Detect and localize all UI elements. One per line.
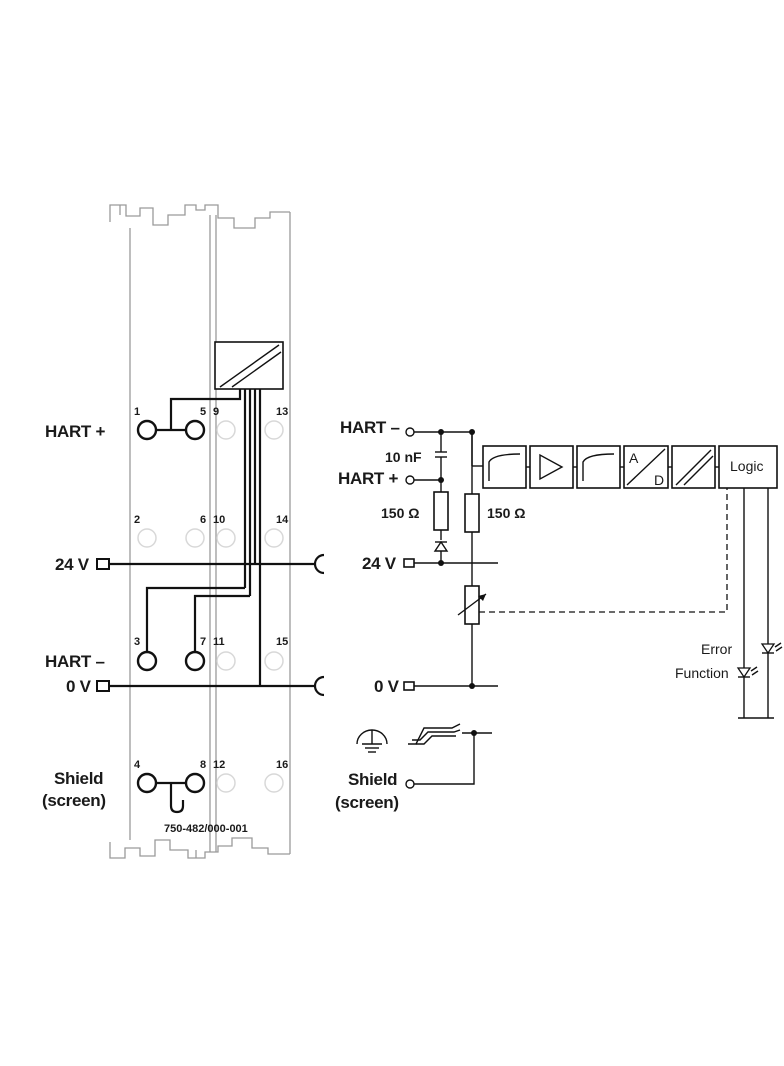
terminal-number: 12 [213,759,225,771]
rail-connectors [96,553,325,697]
schem-label-24v: 24 V [362,554,397,573]
label-0v: 0 V [66,677,92,696]
schem-label-hart-minus: HART – [340,418,400,437]
logic-block: Logic [718,445,778,489]
schem-label-0v: 0 V [374,677,400,696]
isolation-block [671,445,716,489]
schem-label-shield: Shield [348,770,397,789]
ad-label-d: D [654,472,664,488]
terminal-number: 4 [134,759,141,771]
function-label: Function [675,665,729,681]
terminal-number: 3 [134,636,140,648]
terminal-number: 14 [276,514,289,526]
schematic-wiring [414,429,774,785]
error-led-icon [760,642,783,655]
terminal-number: 6 [200,514,206,526]
terminal-number: 2 [134,514,140,526]
ad-converter-block: A D [623,445,669,489]
module-housing [109,204,291,859]
terminal-number: 9 [213,406,219,418]
label-hart-plus: HART + [45,422,105,441]
terminal-number: 1 [134,406,140,418]
terminal-number: 15 [276,636,288,648]
label-screen: (screen) [42,791,106,810]
terminal-number: 7 [200,636,206,648]
unused-terminals [137,420,284,793]
part-number: 750-482/000-001 [164,823,248,835]
resistor-right-label: 150 Ω [487,505,525,521]
terminal-numbers: 1 2 3 4 5 6 7 8 9 10 11 12 13 14 15 16 [134,406,289,771]
converter-block [214,341,284,390]
terminal-number: 8 [200,759,206,771]
capacitor-label: 10 nF [385,449,422,465]
function-led-icon [736,666,759,679]
terminal-number: 10 [213,514,225,526]
ad-label-a: A [629,450,639,466]
label-24v: 24 V [55,555,90,574]
din-rail-icon [408,723,461,745]
filter-block [576,445,621,489]
ground-symbol-icon [356,729,388,753]
terminal-number: 5 [200,406,206,418]
label-hart-minus: HART – [45,652,105,671]
schem-label-screen: (screen) [335,793,399,812]
terminal-number: 13 [276,406,288,418]
schematic-labels: HART – 10 nF HART + 150 Ω 150 Ω 24 V 0 V… [335,418,732,812]
terminal-number: 11 [213,636,225,648]
label-shield: Shield [54,769,103,788]
amplifier-block [529,445,574,489]
resistor-left-label: 150 Ω [381,505,419,521]
logic-label: Logic [730,458,763,474]
led-indicators [736,642,783,679]
module-wiring [110,389,316,814]
schematic-terminals [403,427,415,789]
signal-chain: A D Logic [482,445,778,489]
schem-label-hart-plus: HART + [338,469,398,488]
error-label: Error [701,641,732,657]
module-labels: HART + 24 V HART – 0 V Shield (screen) 7… [42,422,248,835]
active-terminals [136,419,206,794]
lowpass-filter-block [482,445,527,489]
terminal-number: 16 [276,759,288,771]
